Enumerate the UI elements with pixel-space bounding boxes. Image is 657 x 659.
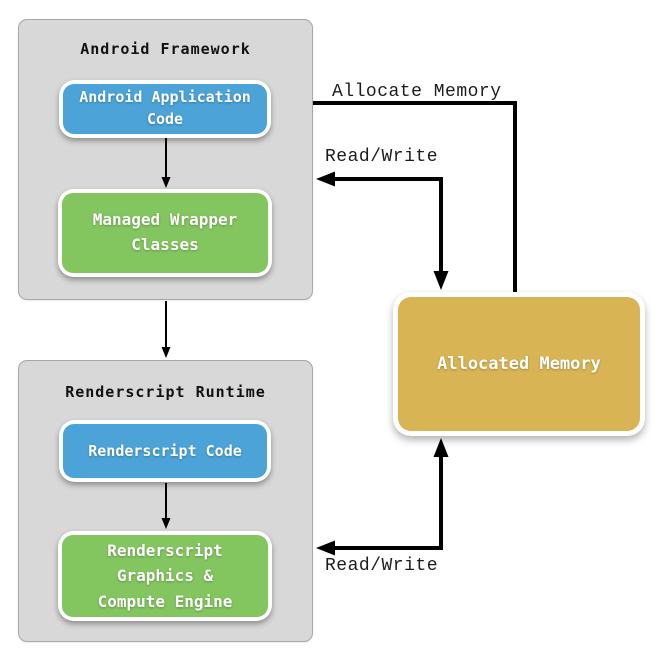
renderscript-code-label: Renderscript Code [63, 424, 267, 478]
arrow-framework-to-runtime [161, 301, 171, 358]
android-application-code-box: Android Application Code [59, 80, 271, 138]
read-write-top-edge-label: Read/Write [325, 147, 439, 167]
read-write-top-connector [316, 171, 449, 290]
managed-wrapper-classes-box: Managed Wrapper Classes [58, 189, 272, 277]
allocated-memory-box: Allocated Memory [393, 292, 645, 436]
managed-wrapper-classes-label: Managed Wrapper Classes [62, 193, 268, 273]
renderscript-runtime-title: Renderscript Runtime [65, 383, 266, 401]
android-framework-title: Android Framework [80, 40, 251, 58]
renderscript-runtime-container: Renderscript Runtime Renderscript Code R… [18, 360, 313, 642]
allocated-memory-label: Allocated Memory [398, 297, 640, 431]
allocate-memory-connector [313, 101, 517, 292]
allocate-memory-edge-label: Allocate Memory [332, 82, 502, 102]
renderscript-graphics-compute-engine-box: Renderscript Graphics & Compute Engine [58, 531, 272, 621]
android-framework-container: Android Framework Android Application Co… [18, 19, 313, 300]
read-write-bottom-edge-label: Read/Write [325, 556, 439, 576]
read-write-bottom-connector [316, 438, 449, 556]
android-application-code-label: Android Application Code [63, 84, 267, 134]
renderscript-graphics-compute-engine-label: Renderscript Graphics & Compute Engine [62, 535, 268, 617]
renderscript-code-box: Renderscript Code [59, 420, 271, 482]
